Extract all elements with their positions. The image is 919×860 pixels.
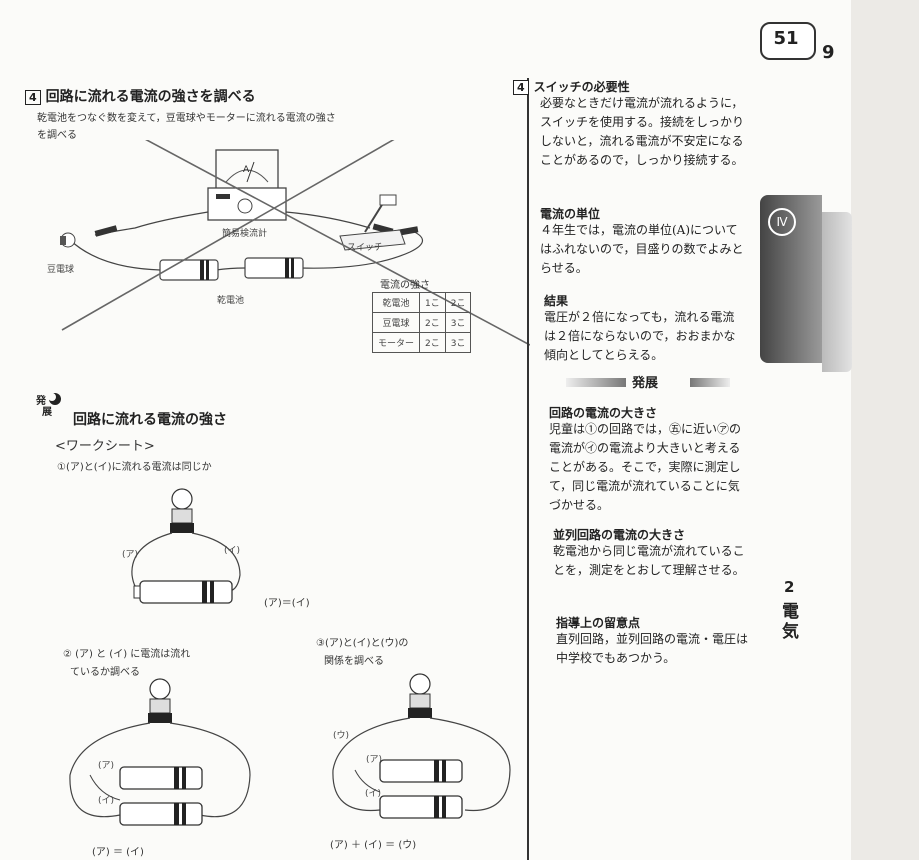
page-number: 51 [773, 28, 799, 49]
corner-mark: 9 [822, 42, 835, 63]
label-i-1: (イ) [224, 546, 241, 556]
develop-banner-right-bar [690, 378, 730, 387]
page-number-box [760, 22, 816, 60]
chapter-tab-mark: Ⅳ [768, 208, 796, 236]
table-cell: 1こ [419, 292, 446, 313]
column-divider [527, 78, 529, 860]
ammeter-label: 簡易検流計 [222, 229, 268, 239]
guide-title: 指導上の留意点 [556, 616, 641, 630]
equation-3: (ア) ＋ (イ) ＝ (ウ) [330, 840, 417, 851]
circuit-current-title: 回路の電流の大きさ [549, 406, 658, 420]
right-section-number: 4 [513, 80, 529, 95]
parallel-circuit-figure-2 [69, 678, 251, 826]
label-a-1: (ア) [122, 550, 139, 560]
label-i-2: (イ) [98, 796, 115, 806]
section4-description: 乾電池をつなぐ数を変えて，豆電球やモーターに流れる電流の強さを調べる [37, 113, 336, 141]
result-text: 電圧が２倍になっても，流れる電流は２倍にならないので，おおまかな傾向としてとらえ… [544, 310, 736, 362]
meter-a-label: A [243, 165, 250, 175]
table-cell: 3こ [444, 332, 472, 353]
guide-text: 直列回路，並列回路の電流・電圧は中学校でもあつかう。 [556, 632, 749, 665]
table-cell: 乾電池 [371, 292, 421, 313]
label-a-2: (ア) [98, 761, 115, 771]
table-row: 乾電池 1こ 2こ [371, 292, 472, 313]
chapter-number: 2 [784, 578, 795, 596]
table-row: 豆電球 2こ 3こ [371, 312, 472, 333]
current-table: 乾電池 1こ 2こ 豆電球 2こ 3こ モーター 2こ 3こ [371, 292, 472, 353]
parallel-circuit-figure-3 [332, 673, 511, 819]
current-unit-text: ４年生では，電流の単位(A)についてはふれないので，目盛りの数でよみとらせる。 [540, 223, 744, 275]
page-edge-strip [851, 0, 919, 860]
table-cell: 2こ [419, 312, 446, 333]
develop-mark-top: 発 [36, 396, 46, 407]
battery-label: 乾電池 [217, 296, 245, 306]
section4-heading: 4 回路に流れる電流の強さを調べる [25, 86, 256, 106]
chapter-title: 電気 [782, 602, 799, 642]
series-circuit-figure [131, 488, 241, 604]
develop-banner-left-bar [566, 378, 626, 387]
current-table-title: 電流の強さ [380, 280, 430, 291]
equation-1: (ア)＝(イ) [264, 598, 310, 609]
switch-necessity-text: 必要なときだけ電流が流れるように，スイッチを使用する。接続をしっかりしないと，流… [540, 96, 745, 167]
circuit-diagram [60, 140, 530, 346]
table-cell: モーター [371, 332, 421, 353]
switch-necessity-heading: 4 スイッチの必要性 [513, 78, 630, 95]
develop-mark: 発 展 [36, 396, 52, 418]
develop-banner: 発展 [632, 376, 659, 391]
switch-label: スイッチ [347, 243, 384, 253]
section4-title: 回路に流れる電流の強さを調べる [45, 89, 256, 105]
parallel-current-title: 並列回路の電流の大きさ [553, 528, 686, 542]
bulb-label: 豆電球 [47, 265, 75, 275]
section4-number: 4 [25, 90, 41, 105]
table-cell: 2こ [419, 332, 446, 353]
question-2-line1: ② (ア) と (イ) に電流は流れ [63, 649, 191, 660]
label-a-3: (ア) [366, 755, 383, 765]
equation-2: (ア) ＝ (イ) [92, 847, 144, 858]
label-u-3: (ウ) [333, 731, 350, 741]
result-title: 結果 [544, 294, 569, 308]
parallel-current-text: 乾電池から同じ電流が流れていることを，測定をとおして理解させる。 [553, 544, 745, 577]
develop-mark-bottom: 展 [42, 407, 52, 418]
develop-title: 回路に流れる電流の強さ [73, 412, 227, 428]
question-1: ①(ア)と(イ)に流れる電流は同じか [57, 462, 212, 473]
moon-icon [48, 393, 61, 405]
table-cell: 2こ [444, 292, 472, 313]
table-cell: 3こ [444, 312, 472, 333]
switch-necessity-title: スイッチの必要性 [533, 80, 630, 94]
chapter-tab-back [822, 212, 852, 372]
label-i-3: (イ) [365, 789, 382, 799]
table-cell: 豆電球 [371, 312, 421, 333]
question-2-line2: ているか調べる [70, 667, 140, 678]
worksheet-label: <ワークシート> [55, 439, 155, 454]
current-unit-title: 電流の単位 [540, 207, 601, 221]
question-3-line1: ③(ア)と(イ)と(ウ)の [316, 638, 409, 649]
table-row: モーター 2こ 3こ [371, 332, 472, 353]
question-3-line2: 関係を調べる [324, 656, 384, 667]
circuit-current-text: 児童は①の回路では，㊄に近い㋐の電流が㋑の電流より大きいと考えることがある。そこ… [549, 422, 742, 512]
